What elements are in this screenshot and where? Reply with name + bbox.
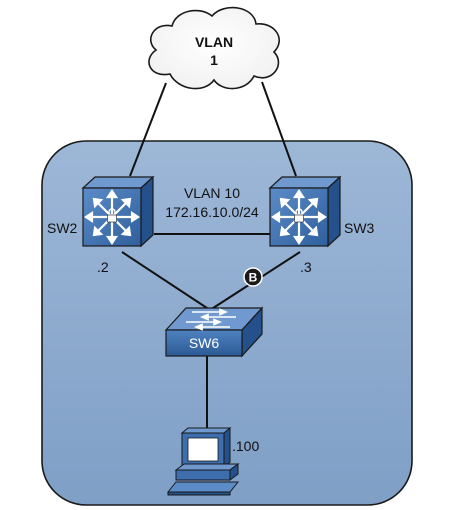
sw3-side-face bbox=[327, 175, 341, 248]
subnet-network-label: 172.16.10.0/24 bbox=[165, 204, 259, 220]
pc-keyboard-front bbox=[167, 491, 231, 496]
cloud-label-line1: VLAN bbox=[195, 34, 233, 50]
sw6-front-face bbox=[165, 329, 243, 357]
sw3-lock-icon bbox=[294, 208, 304, 223]
sw2-arrows-icon bbox=[84, 189, 140, 245]
link-cloud-sw3 bbox=[261, 81, 297, 177]
pc-monitor-side bbox=[223, 426, 231, 469]
marker-b-label: B bbox=[249, 271, 258, 285]
pc-host-address: .100 bbox=[232, 438, 259, 454]
cloud-icon: VLAN 1 bbox=[148, 6, 280, 90]
pc-monitor-screen bbox=[187, 437, 219, 462]
sw3-label: SW3 bbox=[344, 220, 375, 236]
sw3-host-address: .3 bbox=[300, 259, 312, 275]
link-sw2-sw6 bbox=[121, 251, 211, 311]
sw6-label: SW6 bbox=[189, 335, 220, 351]
pc-workstation-icon[interactable] bbox=[166, 426, 240, 496]
sw6-workgroup-switch-icon[interactable]: SW6 bbox=[164, 306, 264, 358]
sw2-multilayer-switch-icon[interactable] bbox=[81, 175, 155, 248]
link-cloud-sw2 bbox=[129, 82, 167, 177]
marker-b-badge: B bbox=[243, 267, 263, 287]
sw2-side-face bbox=[140, 175, 154, 248]
links bbox=[121, 81, 301, 430]
sw6-arrows-icon bbox=[186, 308, 236, 331]
pc-monitor-top bbox=[180, 427, 232, 434]
cloud-label-line2: 1 bbox=[210, 52, 218, 68]
sw3-multilayer-switch-icon[interactable] bbox=[268, 175, 342, 248]
sw2-lock-icon bbox=[107, 208, 117, 223]
sw2-label: SW2 bbox=[47, 220, 78, 236]
sw2-host-address: .2 bbox=[97, 259, 109, 275]
pc-keyboard bbox=[166, 481, 240, 493]
subnet-vlan-label: VLAN 10 bbox=[184, 185, 240, 201]
pc-base-front bbox=[175, 469, 231, 481]
pc-base-top bbox=[174, 463, 240, 471]
